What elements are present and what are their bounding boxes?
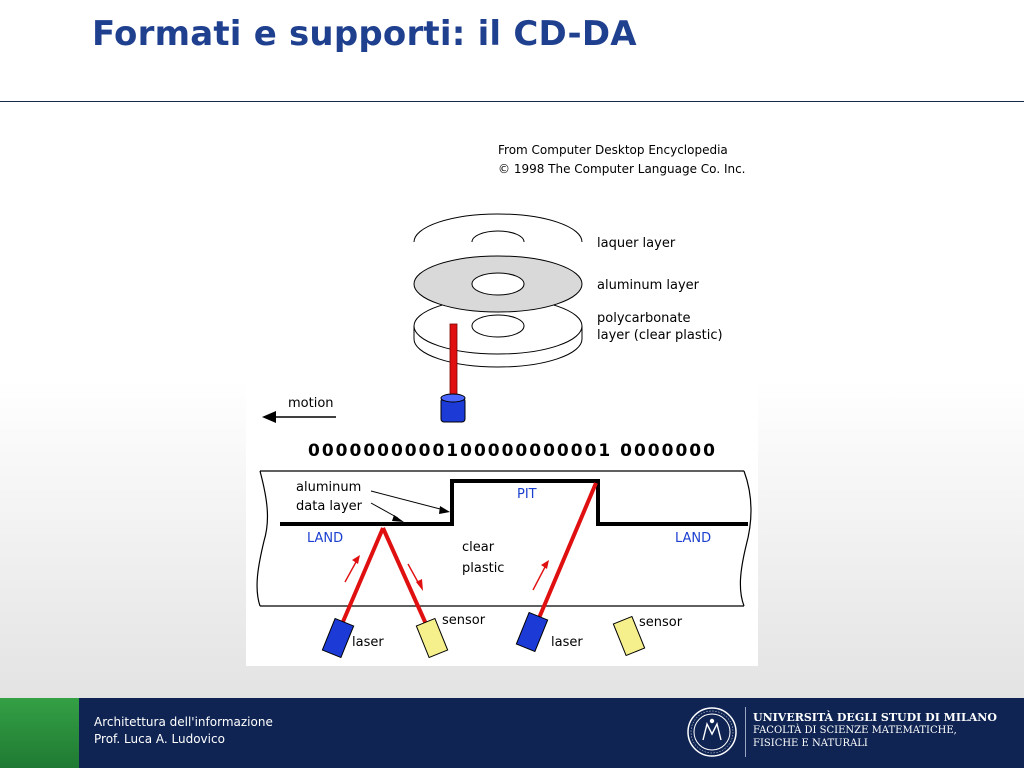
cross-section-strip <box>256 470 752 607</box>
label-aluminum-layer: aluminum layer <box>597 278 700 293</box>
aluminum-disc <box>413 255 583 313</box>
laser-emitter-right <box>515 611 549 653</box>
data-layer-label: data layer <box>296 499 363 514</box>
label-laquer-layer: laquer layer <box>597 236 676 251</box>
label-polycarbonate: polycarbonate <box>597 311 690 326</box>
faculty-line-1: FACOLTÀ DI SCIENZE MATEMATICHE, <box>753 725 957 736</box>
cd-layer-illustration: From Computer Desktop Encyclopedia © 199… <box>246 143 758 666</box>
university-name: UNIVERSITÀ DEGLI STUDI DI MILANO <box>753 711 997 724</box>
motion-label: motion <box>288 396 334 411</box>
plastic-label: plastic <box>462 561 504 576</box>
title-divider <box>0 101 1024 102</box>
aluminum-label: aluminum <box>296 480 361 495</box>
university-seal-icon <box>687 707 737 757</box>
clear-label: clear <box>462 540 495 555</box>
sensor-label-left: sensor <box>442 613 486 628</box>
faculty-line-2: FISICHE E NATURALI <box>753 738 868 749</box>
slide-title: Formati e supporti: il CD-DA <box>92 14 637 54</box>
university-info: UNIVERSITÀ DEGLI STUDI DI MILANO FACOLTÀ… <box>753 711 997 750</box>
professor-name: Prof. Luca A. Ludovico <box>94 732 225 746</box>
laser-head <box>440 393 466 423</box>
left-beam-path <box>340 527 428 625</box>
footer-divider <box>745 707 746 757</box>
right-beam-path <box>537 482 598 619</box>
cd-da-diagram: From Computer Desktop Encyclopedia © 199… <box>246 126 758 666</box>
laser-label-right: laser <box>551 635 583 650</box>
laser-emitter-left <box>321 617 355 659</box>
land-label-right: LAND <box>675 531 711 546</box>
credit-line-1: From Computer Desktop Encyclopedia <box>498 143 728 157</box>
laser-beam <box>449 323 458 397</box>
motion-arrow <box>262 411 336 423</box>
left-direction-arrows <box>344 555 423 591</box>
footer-green-block <box>0 698 79 768</box>
land-label-left: LAND <box>307 531 343 546</box>
credit-line-2: © 1998 The Computer Language Co. Inc. <box>498 162 746 176</box>
pit-label: PIT <box>517 487 537 502</box>
lacquer-disc <box>413 213 583 243</box>
sensor-left <box>415 617 449 659</box>
laser-label-left: laser <box>352 635 384 650</box>
sensor-right <box>612 615 646 657</box>
slide-footer: Architettura dell'informazione Prof. Luc… <box>0 698 1024 768</box>
course-name: Architettura dell'informazione <box>94 715 273 729</box>
label-clear-plastic-layer: layer (clear plastic) <box>597 328 723 343</box>
sensor-label-right: sensor <box>639 615 683 630</box>
bit-string: 0000000000100000000001 0000000 <box>308 441 717 461</box>
data-layer-profile <box>280 479 748 526</box>
right-direction-arrow <box>532 560 549 591</box>
course-info: Architettura dell'informazione Prof. Luc… <box>94 714 273 748</box>
aluminum-pointer-arrows <box>370 490 450 522</box>
